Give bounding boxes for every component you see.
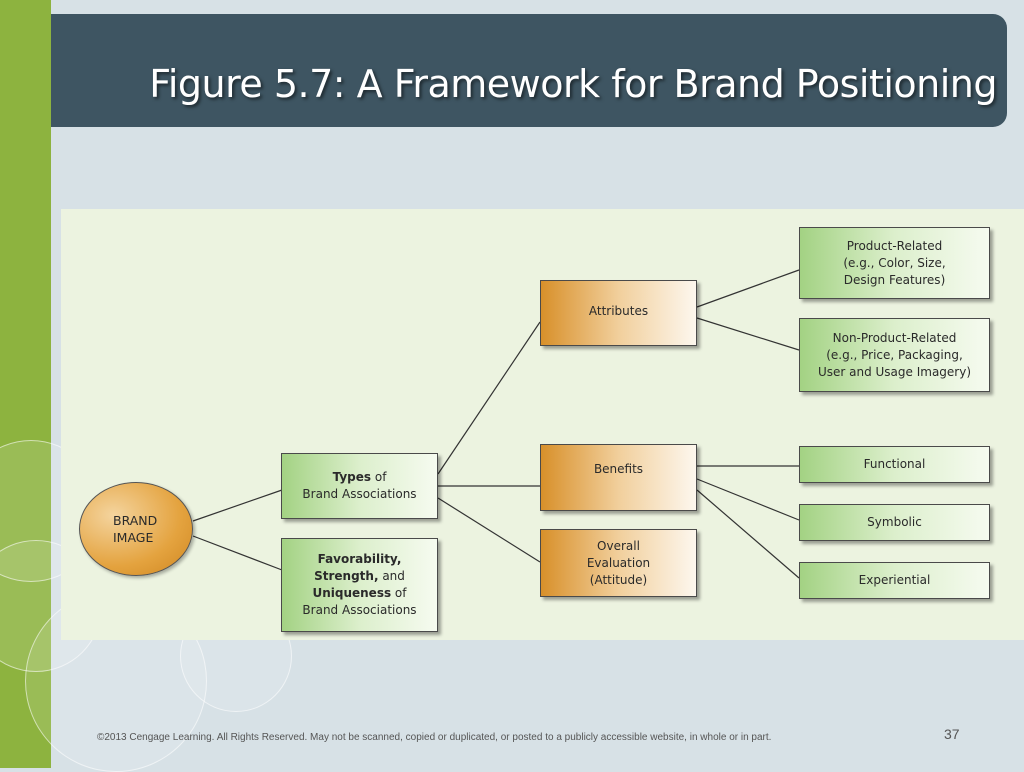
connector-line [696, 317, 800, 351]
connector-line [192, 535, 283, 571]
benefits-box: Benefits [540, 444, 697, 511]
types-label: Types of Brand Associations [302, 470, 417, 501]
favorability-box: Favorability, Strength, and Uniqueness o… [281, 538, 438, 632]
functional-box: Functional [799, 446, 990, 483]
page-number: 37 [944, 726, 960, 742]
types-of-associations-box: Types of Brand Associations [281, 453, 438, 519]
connector-line [437, 321, 541, 475]
connector-line [696, 269, 800, 308]
product-related-box: Product-Related (e.g., Color, Size, Desi… [799, 227, 990, 299]
copyright-footer: ©2013 Cengage Learning. All Rights Reser… [97, 732, 772, 743]
non-product-related-box: Non-Product-Related (e.g., Price, Packag… [799, 318, 990, 392]
connector-line [696, 478, 800, 521]
connector-line [192, 489, 283, 522]
favorability-label: Favorability, Strength, and Uniqueness o… [302, 552, 417, 617]
connector-line [696, 489, 800, 579]
symbolic-box: Symbolic [799, 504, 990, 541]
brand-image-node: BRAND IMAGE [79, 482, 193, 576]
title-bar: Figure 5.7: A Framework for Brand Positi… [51, 14, 1007, 127]
attributes-box: Attributes [540, 280, 697, 346]
overall-evaluation-box: Overall Evaluation (Attitude) [540, 529, 697, 597]
slide-title: Figure 5.7: A Framework for Brand Positi… [149, 62, 997, 106]
experiential-box: Experiential [799, 562, 990, 599]
connector-line [437, 497, 541, 563]
